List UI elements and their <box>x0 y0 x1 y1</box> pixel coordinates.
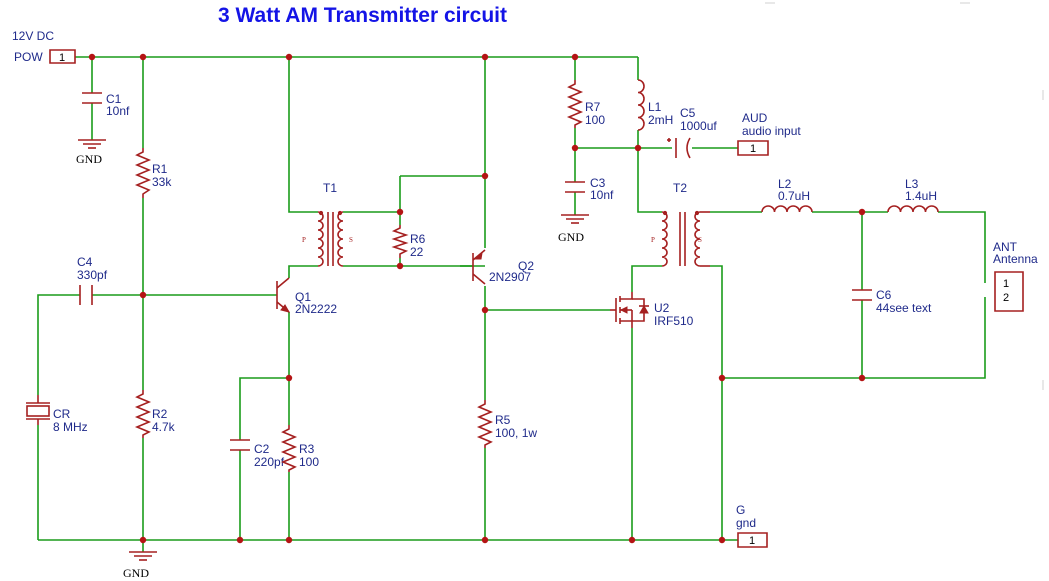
port-ant-pin2: 2 <box>1003 292 1009 304</box>
transistor-q1[interactable]: Q1 2N2222 <box>276 277 337 316</box>
c2-value: 220pf <box>254 455 285 469</box>
l3-ref: L3 <box>905 177 919 191</box>
crystal-cr[interactable]: CR 8 MHz <box>26 395 88 434</box>
capacitor-c2[interactable]: C2 220pf <box>230 439 285 469</box>
l3-value: 1.4uH <box>905 189 937 203</box>
ground-symbol-main: GND <box>123 551 157 580</box>
c3-ref: C3 <box>590 176 606 190</box>
r6-ref: R6 <box>410 232 426 246</box>
ground-symbol-c3: GND <box>558 214 589 244</box>
t2-ref: T2 <box>673 181 687 195</box>
l2-ref: L2 <box>778 177 792 191</box>
diagram-title: 3 Watt AM Transmitter circuit <box>218 4 507 27</box>
t2-secondary-mark: S <box>698 236 702 244</box>
c5-value: 1000uf <box>680 119 717 133</box>
c4-value: 330pf <box>77 268 108 282</box>
q2-ref: Q2 <box>518 259 534 273</box>
capacitor-c6[interactable]: C6 44see text <box>852 288 932 315</box>
capacitor-c3[interactable]: C3 10nf <box>565 176 614 202</box>
l1-ref: L1 <box>648 100 662 114</box>
transformer-t2[interactable]: P S T2 <box>651 181 710 267</box>
junctions <box>88 53 866 544</box>
port-antenna[interactable]: ANT Antenna 1 2 <box>993 240 1038 312</box>
t1-primary-mark: P <box>302 236 306 244</box>
t1-secondary-mark: S <box>349 236 353 244</box>
c1-ref: C1 <box>106 92 122 106</box>
capacitor-c4[interactable]: C4 330pf <box>77 255 108 305</box>
r2-value: 4.7k <box>152 420 176 434</box>
resistor-r3[interactable]: R3 100 <box>280 425 319 472</box>
transformer-t1[interactable]: P S T1 <box>302 181 353 267</box>
r3-ref: R3 <box>299 442 315 456</box>
resistor-r5[interactable]: R5 100, 1w <box>476 400 537 448</box>
port-ant-desc: Antenna <box>993 252 1038 266</box>
port-gnd-name: G <box>736 503 745 517</box>
r5-ref: R5 <box>495 413 511 427</box>
port-pow-name: POW <box>14 50 43 64</box>
port-pow[interactable]: 12V DC POW 1 <box>12 29 76 64</box>
c1-value: 10nf <box>106 104 130 118</box>
u2-ref: U2 <box>654 301 670 315</box>
port-ant-pin1: 1 <box>1003 278 1009 290</box>
l2-value: 0.7uH <box>778 189 810 203</box>
port-aud-name: AUD <box>742 111 768 125</box>
u2-value: IRF510 <box>654 314 694 328</box>
resistor-r6[interactable]: R6 22 <box>391 225 426 259</box>
q1-value: 2N2222 <box>295 302 337 316</box>
port-pow-pin: 1 <box>59 52 65 64</box>
r6-value: 22 <box>410 245 424 259</box>
r1-ref: R1 <box>152 162 168 176</box>
port-gnd[interactable]: G gnd 1 <box>736 503 768 548</box>
port-gnd-pin: 1 <box>749 535 755 547</box>
port-gnd-desc: gnd <box>736 516 756 530</box>
editor-grid-marks <box>765 2 1044 390</box>
ground-symbol-c1: GND <box>76 139 106 166</box>
c5-ref: C5 <box>680 106 696 120</box>
c6-ref: C6 <box>876 288 892 302</box>
c6-value: 44see text <box>876 301 932 315</box>
resistor-r1[interactable]: R1 33k <box>134 148 172 198</box>
ground-label-c1: GND <box>76 152 102 166</box>
r2-ref: R2 <box>152 407 168 421</box>
l1-value: 2mH <box>648 113 673 127</box>
transistor-q2[interactable]: Q2 2N2907 <box>460 249 534 285</box>
r7-value: 100 <box>585 113 605 127</box>
mosfet-u2[interactable]: U2 IRF510 <box>610 292 694 328</box>
resistor-r7[interactable]: R7 100 <box>566 80 605 128</box>
port-pow-net-label: 12V DC <box>12 29 54 43</box>
wires <box>37 56 986 552</box>
inductor-l1[interactable]: L1 2mH <box>637 79 673 131</box>
ground-label-c3: GND <box>558 230 584 244</box>
q1-ref: Q1 <box>295 290 311 304</box>
capacitor-c5[interactable]: C5 1000uf <box>667 106 717 159</box>
capacitor-c1[interactable]: C1 10nf <box>82 92 130 118</box>
port-aud-pin: 1 <box>750 143 756 155</box>
c2-ref: C2 <box>254 442 270 456</box>
c4-ref: C4 <box>77 255 93 269</box>
ground-label-main: GND <box>123 566 149 580</box>
t2-primary-mark: P <box>651 236 655 244</box>
port-ant-name: ANT <box>993 240 1018 254</box>
inductor-l2[interactable]: L2 0.7uH <box>761 177 813 213</box>
inductor-l3[interactable]: L3 1.4uH <box>887 177 939 213</box>
cr-value: 8 MHz <box>53 420 88 434</box>
port-aud-desc: audio input <box>742 124 801 138</box>
r7-ref: R7 <box>585 100 601 114</box>
c3-value: 10nf <box>590 188 614 202</box>
port-aud[interactable]: AUD audio input 1 <box>737 111 801 156</box>
resistor-r2[interactable]: R2 4.7k <box>134 390 176 438</box>
cr-ref: CR <box>53 407 71 421</box>
q2-value: 2N2907 <box>489 270 531 284</box>
r5-value: 100, 1w <box>495 426 537 440</box>
r1-value: 33k <box>152 175 172 189</box>
r3-value: 100 <box>299 455 319 469</box>
t1-ref: T1 <box>323 181 337 195</box>
